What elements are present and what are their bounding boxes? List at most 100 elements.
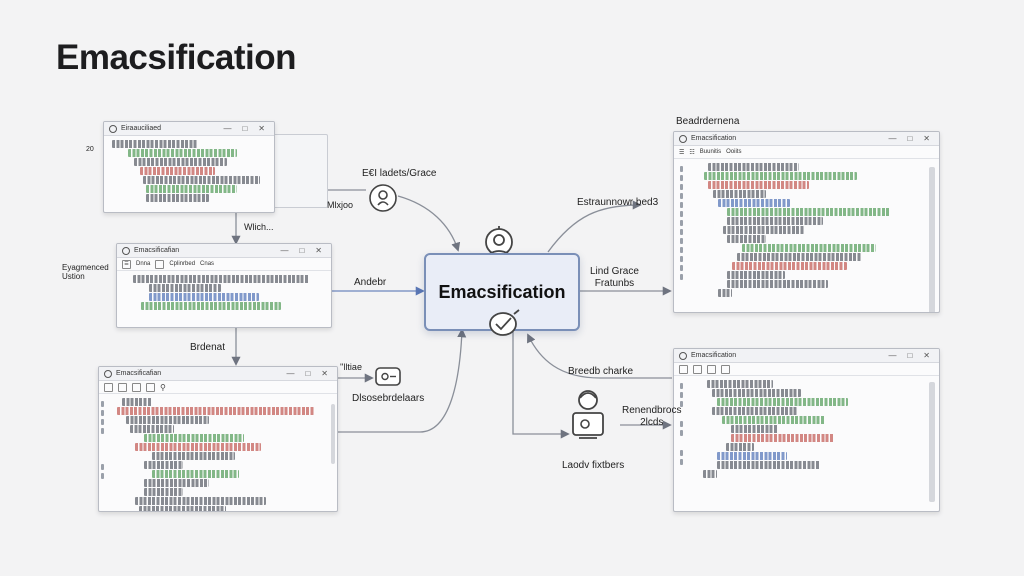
menu-icon[interactable]: [679, 364, 688, 374]
window-middle-left[interactable]: Emacsificafian — □ ✕ ☰ Dnna Cplinrbed Cnas: [116, 243, 332, 328]
toolbar-item[interactable]: Buunitis: [699, 149, 722, 155]
minimize-icon[interactable]: —: [888, 351, 897, 360]
close-icon[interactable]: ✕: [315, 246, 322, 255]
window-toolbar: [674, 363, 939, 376]
maximize-icon[interactable]: □: [907, 134, 913, 143]
close-icon[interactable]: ✕: [923, 351, 930, 360]
code-editor[interactable]: [117, 271, 331, 310]
window-toolbar: ☰ Dnna Cplinrbed Cnas: [117, 258, 331, 271]
toolbar-item[interactable]: ☷: [689, 149, 695, 156]
gutter: [680, 163, 686, 283]
toolbar-item[interactable]: Cplinrbed: [169, 261, 196, 267]
external-feed-label: Estraunnowr bed3: [577, 197, 659, 208]
window-title: Emacsification: [691, 352, 737, 359]
window-top-left[interactable]: Eiraauciliaed — □ ✕: [103, 121, 275, 213]
maximize-icon[interactable]: □: [305, 369, 311, 378]
wire-bottomleft-to-hub: [336, 328, 467, 433]
file-icon[interactable]: [155, 259, 165, 269]
window-title: Eiraauciliaed: [121, 125, 162, 132]
code-editor[interactable]: [104, 136, 274, 202]
wire-hub-to-topright: [547, 200, 642, 253]
last-fixes-node[interactable]: [567, 388, 609, 449]
gutter: [680, 380, 686, 468]
toolbar-item[interactable]: ☰: [679, 149, 685, 156]
mixin-label: Mlxjoo: [327, 200, 354, 210]
window-titlebar[interactable]: Emacsificafian — □ ✕: [117, 244, 331, 258]
hub-bottom-icon: [486, 308, 522, 343]
plugin-icon: [489, 309, 520, 336]
app-icon: [679, 351, 687, 360]
scrollbar[interactable]: [929, 382, 935, 502]
window-title: Emacsification: [691, 135, 737, 142]
window-top-left-backdrop: [270, 134, 328, 208]
reminders-label: Renendbrocs 2lcds: [622, 405, 682, 428]
code-editor[interactable]: [99, 394, 337, 511]
which-label: Wlich...: [244, 222, 274, 232]
code-editor[interactable]: [674, 159, 939, 312]
line-tag-label: ''lltiae: [340, 362, 362, 372]
window-bottom-right[interactable]: Emacsification — □ ✕: [673, 348, 940, 512]
close-icon[interactable]: ✕: [923, 134, 930, 143]
maximize-icon[interactable]: □: [242, 124, 248, 133]
close-icon[interactable]: ✕: [321, 369, 328, 378]
toolbar-item[interactable]: Cnas: [200, 261, 215, 267]
window-titlebar[interactable]: Emacsificafian — □ ✕: [99, 367, 337, 381]
save-icon[interactable]: [146, 382, 155, 392]
wire-hub-down: [512, 330, 570, 439]
save-icon[interactable]: [721, 364, 730, 374]
robot-terminal-icon: [572, 390, 604, 439]
bottom-left-label: Brdenat: [190, 342, 226, 353]
minimize-icon[interactable]: —: [286, 369, 295, 378]
minimize-icon[interactable]: —: [280, 246, 289, 255]
wrench-icon: [369, 184, 397, 212]
app-icon: [679, 134, 687, 143]
toolbar-item[interactable]: Dnna: [136, 261, 151, 267]
code-editor[interactable]: [674, 376, 939, 502]
copy-icon[interactable]: [693, 364, 702, 374]
copy-icon[interactable]: [118, 382, 127, 392]
minimize-icon[interactable]: —: [888, 134, 897, 143]
top-right-header: Beadrdernena: [676, 116, 740, 127]
maximize-icon[interactable]: □: [299, 246, 305, 255]
window-title: Emacsificafian: [116, 370, 162, 377]
window-toolbar: ☰ ☷ Buunitis Ooiits: [674, 146, 939, 159]
scrollbar[interactable]: [929, 167, 935, 312]
disposable-node[interactable]: [374, 365, 402, 396]
gutter: [101, 398, 107, 482]
app-icon: [109, 124, 117, 133]
window-bottom-left[interactable]: Emacsificafian — □ ✕ ⚲: [98, 366, 338, 512]
window-title: Emacsificafian: [134, 247, 180, 254]
anchor-label: Andebr: [354, 277, 387, 288]
close-icon[interactable]: ✕: [258, 124, 265, 133]
left-stack-label: Eyagmenced Ustion: [62, 263, 109, 281]
wire-breed-to-hub: [527, 333, 672, 379]
app-icon: [122, 246, 130, 255]
window-titlebar[interactable]: Emacsification — □ ✕: [674, 132, 939, 146]
paste-icon[interactable]: [132, 382, 141, 392]
window-titlebar[interactable]: Emacsification — □ ✕: [674, 349, 939, 363]
search-icon[interactable]: ⚲: [160, 382, 166, 392]
monitor-icon: [375, 367, 401, 386]
last-fixes-label: Laodv fixtbers: [562, 460, 625, 471]
toolbar-item[interactable]: Ooiits: [726, 149, 742, 155]
minimize-icon[interactable]: —: [223, 124, 232, 133]
link-frame-label: Lind Grace Fratunbs: [590, 266, 639, 289]
breed-label: Breedb charke: [568, 366, 634, 377]
page-title: Emacsification: [56, 38, 297, 77]
edit-node[interactable]: [368, 183, 398, 218]
window-titlebar[interactable]: Eiraauciliaed — □ ✕: [104, 122, 274, 136]
scrollbar[interactable]: [331, 404, 335, 464]
edit-label: E€I ladets/Grace: [362, 168, 437, 179]
menu-icon[interactable]: [104, 382, 113, 392]
window-top-right[interactable]: Emacsification — □ ✕ ☰ ☷ Buunitis Ooiits: [673, 131, 940, 313]
wire-edit-to-hub: [397, 195, 461, 252]
paste-icon[interactable]: [707, 364, 716, 374]
top-left-number: 20: [86, 146, 94, 153]
disposable-label: Dlsosebrdelaars: [352, 393, 425, 404]
menu-icon[interactable]: ☰: [122, 259, 131, 269]
maximize-icon[interactable]: □: [907, 351, 913, 360]
window-toolbar: ⚲: [99, 381, 337, 394]
app-icon: [104, 369, 112, 378]
hub-label: Emacsification: [438, 281, 566, 302]
